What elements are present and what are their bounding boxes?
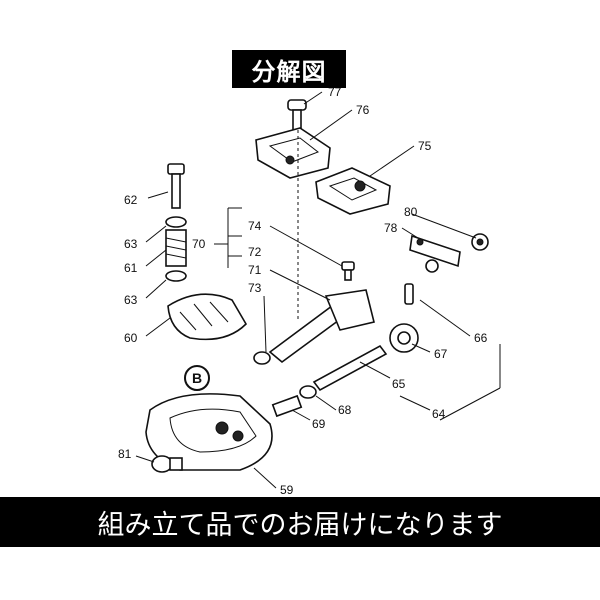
part-78-link [409,234,461,273]
callout-76: 76 [356,103,370,117]
callout-60: 60 [124,331,138,345]
callout-77: 77 [328,85,342,99]
part-69-spring [271,394,303,418]
callout-69: 69 [312,417,326,431]
part-63-washer-bottom [165,270,187,282]
bracket-70-ticks [228,207,242,257]
callout-73: 73 [248,281,262,295]
callout-63: 63 [124,237,138,251]
page-title: 分解図 [232,50,346,88]
svg-text:B: B [192,370,202,386]
part-76-bracket [255,127,331,179]
part-72-screw [341,261,355,281]
callout-75: 75 [418,139,432,153]
callout-68: 68 [338,403,352,417]
assembly-notice-banner: 組み立て品でのお届けになります [0,497,600,547]
part-68-ring [299,385,317,399]
part-60-handle [167,293,248,341]
bracket-64-line [439,387,501,421]
callout-62: 62 [124,193,138,207]
callout-78: 78 [384,221,398,235]
part-75-bracket [315,167,391,215]
callout-65: 65 [392,377,406,391]
part-71-lever [268,289,375,364]
callout-81: 81 [118,447,132,461]
callout-80: 80 [404,205,418,219]
part-62-bolt [167,163,185,209]
callout-61: 61 [124,261,138,275]
callout-67: 67 [434,347,448,361]
callout-66: 66 [474,331,488,345]
callout-63b: 63 [124,293,138,307]
callout-70: 70 [192,237,206,251]
part-81-wing-nut [151,455,183,473]
callout-59: 59 [280,483,294,497]
callout-72: 72 [248,245,262,259]
part-59-base [145,393,273,471]
part-66-pin [404,283,414,305]
part-61-spring [165,229,187,267]
callout-64: 64 [432,407,446,421]
callout-74: 74 [248,219,262,233]
callout-71: 71 [248,263,262,277]
marker-b: B [184,365,210,391]
part-67-knob [389,323,419,353]
callout-labels: 77 76 75 62 74 80 78 70 72 63 61 71 73 6… [118,85,488,497]
callout-leaders [135,91,477,489]
part-77-screw [287,99,307,131]
part-63-washer-top [165,216,187,228]
part-65-shaft [312,344,388,392]
part-73-o-ring [253,351,271,365]
part-80-nut [471,233,489,251]
